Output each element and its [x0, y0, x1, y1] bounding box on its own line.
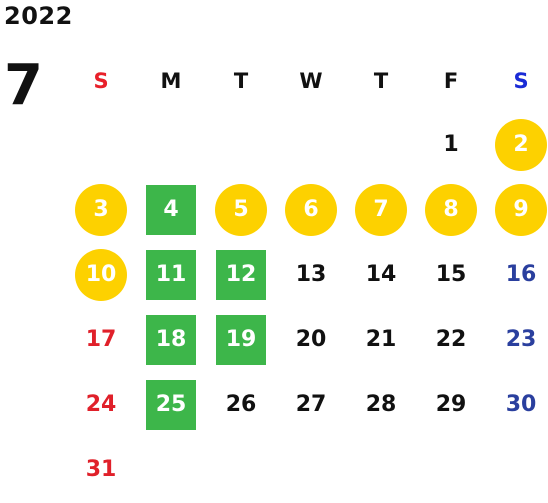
day-number: 23 — [505, 327, 537, 352]
day-cell-1[interactable]: 1 — [416, 112, 486, 177]
day-cell-empty — [276, 437, 346, 502]
day-cell-13[interactable]: 13 — [276, 242, 346, 307]
day-number: 14 — [365, 262, 397, 287]
day-cell-20[interactable]: 20 — [276, 307, 346, 372]
holiday-circle: 8 — [425, 183, 477, 236]
day-cell-empty — [206, 112, 276, 177]
weekday-monday: M — [160, 69, 182, 93]
holiday-circle: 5 — [215, 183, 267, 236]
day-cell-empty — [346, 112, 416, 177]
weekday-thursday: T — [373, 69, 389, 93]
week-row: 10 11 12 13 14 15 16 — [66, 242, 548, 307]
day-cell-6[interactable]: 6 — [276, 177, 346, 242]
day-cell-empty — [416, 437, 486, 502]
day-number: 26 — [225, 392, 257, 417]
day-number: 15 — [435, 262, 467, 287]
day-cell-16[interactable]: 16 — [486, 242, 548, 307]
day-cell-12[interactable]: 12 — [206, 242, 276, 307]
highlight-square: 25 — [146, 379, 196, 430]
holiday-circle: 6 — [285, 183, 337, 236]
day-number: 22 — [435, 327, 467, 352]
day-cell-empty — [66, 112, 136, 177]
day-cell-empty — [136, 112, 206, 177]
day-cell-18[interactable]: 18 — [136, 307, 206, 372]
weekday-wednesday: W — [299, 69, 323, 93]
week-row: 31 — [66, 437, 548, 502]
weekday-tuesday: T — [233, 69, 249, 93]
day-number: 21 — [365, 327, 397, 352]
weekday-header-row: S M T W T F S — [66, 50, 548, 112]
day-number: 16 — [505, 262, 537, 287]
day-cell-14[interactable]: 14 — [346, 242, 416, 307]
day-cell-23[interactable]: 23 — [486, 307, 548, 372]
day-cell-7[interactable]: 7 — [346, 177, 416, 242]
day-number: 30 — [505, 392, 537, 417]
day-cell-5[interactable]: 5 — [206, 177, 276, 242]
weekday-sunday: S — [93, 69, 109, 93]
day-number: 1 — [443, 132, 459, 157]
day-cell-9[interactable]: 9 — [486, 177, 548, 242]
day-number: 28 — [365, 392, 397, 417]
day-number: 29 — [435, 392, 467, 417]
week-row: 17 18 19 20 21 22 23 — [66, 307, 548, 372]
day-number: 20 — [295, 327, 327, 352]
highlight-square: 19 — [216, 314, 266, 365]
month-number: 7 — [4, 53, 43, 118]
day-cell-27[interactable]: 27 — [276, 372, 346, 437]
day-cell-8[interactable]: 8 — [416, 177, 486, 242]
day-number: 27 — [295, 392, 327, 417]
day-cell-31[interactable]: 31 — [66, 437, 136, 502]
day-cell-22[interactable]: 22 — [416, 307, 486, 372]
day-cell-empty — [486, 437, 548, 502]
day-cell-2[interactable]: 2 — [486, 112, 548, 177]
day-cell-25[interactable]: 25 — [136, 372, 206, 437]
highlight-square: 11 — [146, 249, 196, 300]
day-cell-29[interactable]: 29 — [416, 372, 486, 437]
day-number: 17 — [85, 327, 117, 352]
day-cell-11[interactable]: 11 — [136, 242, 206, 307]
highlight-square: 18 — [146, 314, 196, 365]
day-cell-empty — [136, 437, 206, 502]
day-cell-empty — [346, 437, 416, 502]
day-cell-4[interactable]: 4 — [136, 177, 206, 242]
weekday-friday: F — [443, 69, 459, 93]
day-cell-28[interactable]: 28 — [346, 372, 416, 437]
day-number: 24 — [85, 392, 117, 417]
year-label: 2022 — [4, 2, 73, 30]
holiday-circle: 10 — [75, 248, 127, 301]
day-number: 31 — [85, 457, 117, 482]
holiday-circle: 2 — [495, 118, 547, 171]
holiday-circle: 7 — [355, 183, 407, 236]
holiday-circle: 3 — [75, 183, 127, 236]
day-cell-10[interactable]: 10 — [66, 242, 136, 307]
highlight-square: 12 — [216, 249, 266, 300]
holiday-circle: 9 — [495, 183, 547, 236]
day-cell-17[interactable]: 17 — [66, 307, 136, 372]
day-cell-21[interactable]: 21 — [346, 307, 416, 372]
day-cell-empty — [206, 437, 276, 502]
day-cell-26[interactable]: 26 — [206, 372, 276, 437]
week-row: 24 25 26 27 28 29 30 — [66, 372, 548, 437]
day-number: 13 — [295, 262, 327, 287]
day-cell-empty — [276, 112, 346, 177]
highlight-square: 4 — [146, 184, 196, 235]
day-cell-19[interactable]: 19 — [206, 307, 276, 372]
weekday-saturday: S — [513, 69, 529, 93]
day-cell-30[interactable]: 30 — [486, 372, 548, 437]
day-cell-24[interactable]: 24 — [66, 372, 136, 437]
day-cell-15[interactable]: 15 — [416, 242, 486, 307]
day-cell-3[interactable]: 3 — [66, 177, 136, 242]
